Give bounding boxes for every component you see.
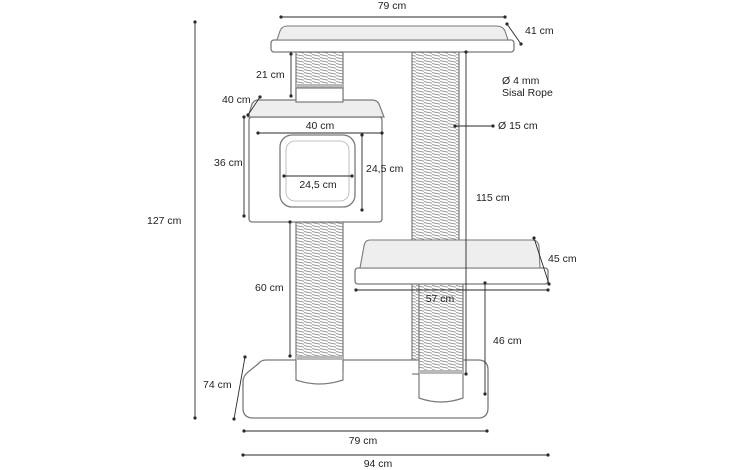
label-cave-width: 40 cm [306,120,335,132]
label-base-depth: 74 cm [203,379,232,391]
lower-left-post-foot [295,360,344,385]
platform-post-band [419,370,463,374]
label-platform-post-height: 46 cm [493,335,522,347]
label-top-width: 79 cm [378,0,407,12]
label-top-depth: 41 cm [525,25,554,37]
label-platform-width: 57 cm [426,293,455,305]
label-upper-post-height: 21 cm [256,69,285,81]
dim-base-width: 79 cm [242,429,489,447]
dim-opening-width: 24,5 cm [282,174,354,191]
dim-platform-depth: 45 cm [532,236,577,286]
lower-left-post-band [296,356,343,360]
label-overall-width: 94 cm [364,458,393,470]
label-tall-post-height: 115 cm [476,192,510,204]
platform-post-foot [418,374,464,403]
label-lower-post-height: 60 cm [255,282,284,294]
dim-upper-post: 21 cm [256,52,293,98]
dim-top-depth: 41 cm [505,22,554,46]
label-post-diameter: Ø 15 cm [498,120,538,132]
top-cushion [276,25,509,41]
dim-base-depth: 74 cm [203,355,247,421]
label-total-height: 127 cm [147,215,182,227]
label-opening-width: 24,5 cm [299,179,337,191]
dim-tall-post: 115 cm [464,50,510,376]
label-cave-height: 36 cm [214,157,243,169]
label-platform-depth: 45 cm [548,253,577,265]
upper-post-ring [295,87,344,103]
cave-opening [279,134,356,208]
dim-overall-width: 94 cm [241,453,550,470]
dim-cave-width: 40 cm [256,120,384,135]
dim-cave-height: 36 cm [214,115,246,218]
upper-post-band [296,84,343,88]
dim-opening-height: 24,5 cm [360,133,404,212]
platform-base-board [354,267,549,285]
dim-lower-post: 60 cm [255,220,292,358]
dim-cave-depth: 40 cm [222,94,262,117]
top-board [270,39,515,53]
dim-total-height: 127 cm [147,20,197,420]
dim-platform-width: 57 cm [354,288,550,305]
label-base-width: 79 cm [349,435,378,447]
lower-left-post [295,221,344,371]
dim-post-diameter: Ø 15 cm [453,120,538,132]
dim-platform-post: 46 cm [483,281,522,396]
dim-top-width: 79 cm [279,0,507,19]
label-opening-height: 24,5 cm [366,163,404,175]
label-cave-depth: 40 cm [222,94,251,106]
cave-opening-inner [285,140,350,202]
platform-cushion [359,239,541,269]
label-rope-diameter: Ø 4 mm [502,75,540,87]
label-rope-type: Sisal Rope [502,87,553,99]
cave-roof [247,99,385,118]
